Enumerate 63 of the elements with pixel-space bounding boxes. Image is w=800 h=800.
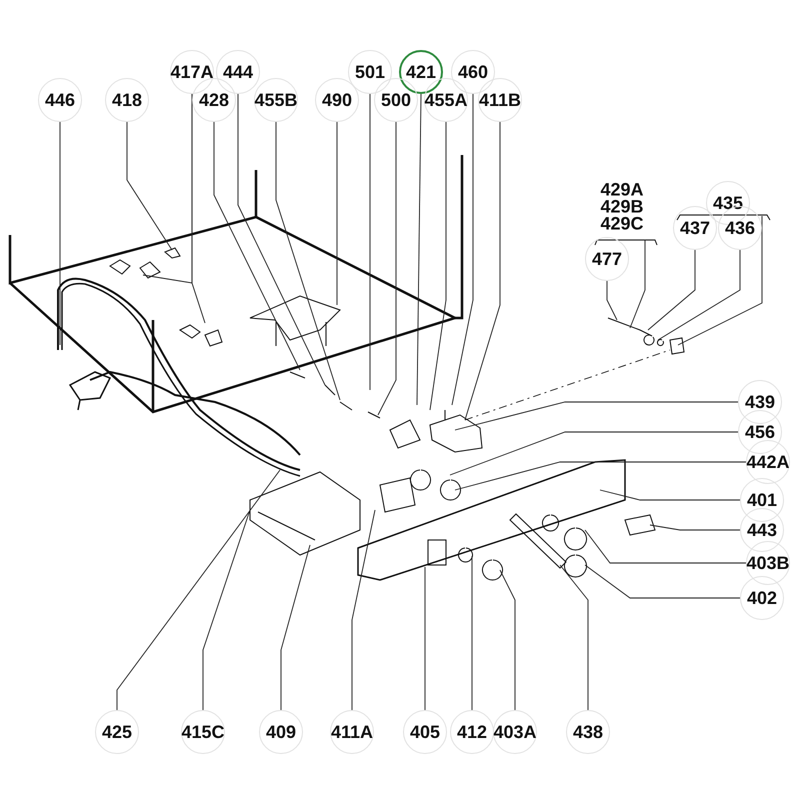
callout-number: 425	[95, 710, 139, 754]
leader-line	[630, 240, 646, 328]
leader-line	[454, 402, 738, 430]
callout-number: 429B	[600, 198, 644, 216]
callout-number: 421	[399, 50, 443, 94]
callout-number: 403B	[746, 541, 790, 585]
callout-number: 443	[740, 508, 784, 552]
leader-line	[280, 544, 310, 710]
callout-number: 438	[566, 710, 610, 754]
leader-line	[214, 122, 300, 370]
callout-number: 412	[450, 710, 494, 754]
leader-line	[648, 250, 696, 330]
callout-number: 411B	[478, 78, 522, 122]
leader-line	[450, 432, 738, 476]
callout-number: 455B	[254, 78, 298, 122]
leader-line	[126, 122, 172, 250]
leader-line	[658, 250, 740, 340]
callout-number: 439	[738, 380, 782, 424]
callout-number: 411A	[330, 710, 374, 754]
leader-line	[192, 94, 206, 324]
leader-line	[424, 566, 426, 710]
callout-number: 401	[740, 478, 784, 522]
callout-number: 403A	[493, 710, 537, 754]
leader-line	[430, 122, 446, 410]
callout-number: 429A	[600, 182, 644, 198]
leader-line	[238, 94, 326, 386]
leader-line	[202, 510, 250, 710]
leader-line	[584, 564, 740, 598]
callout-number: 428	[192, 78, 236, 122]
callout-number: 501	[348, 50, 392, 94]
leader-line	[378, 122, 396, 416]
callout-number: 417A	[170, 50, 214, 94]
callout-number: 442A	[746, 440, 790, 484]
leader-line	[452, 94, 474, 406]
callout-number: 446	[38, 78, 82, 122]
leader-line	[464, 122, 500, 420]
callout-number: 456	[738, 410, 782, 454]
callout-number: 418	[105, 78, 149, 122]
leader-line	[560, 564, 588, 710]
callout-number: 429C	[600, 216, 644, 232]
leader-line	[500, 570, 516, 710]
leader-line	[276, 122, 340, 400]
callout-number: 444	[216, 50, 260, 94]
callout-number: 415C	[181, 710, 225, 754]
callout-number: 460	[451, 50, 495, 94]
callout-number: 477	[585, 237, 629, 281]
leader-line	[584, 530, 746, 564]
leader-line	[454, 462, 746, 490]
callout-number: 405	[403, 710, 447, 754]
leader-line	[116, 470, 280, 710]
callout-number: 490	[315, 78, 359, 122]
callout-number: 455A	[424, 78, 468, 122]
callout-number: 402	[740, 576, 784, 620]
leader-line	[352, 510, 376, 710]
callout-number: 437	[673, 206, 717, 250]
leader-line	[678, 216, 762, 346]
leader-line	[336, 122, 338, 306]
leader-line	[416, 94, 422, 406]
callout-number: 500	[374, 78, 418, 122]
leader-line	[600, 490, 740, 500]
leader-line	[606, 280, 618, 320]
leader-line	[650, 524, 740, 530]
callout-number: 409	[259, 710, 303, 754]
